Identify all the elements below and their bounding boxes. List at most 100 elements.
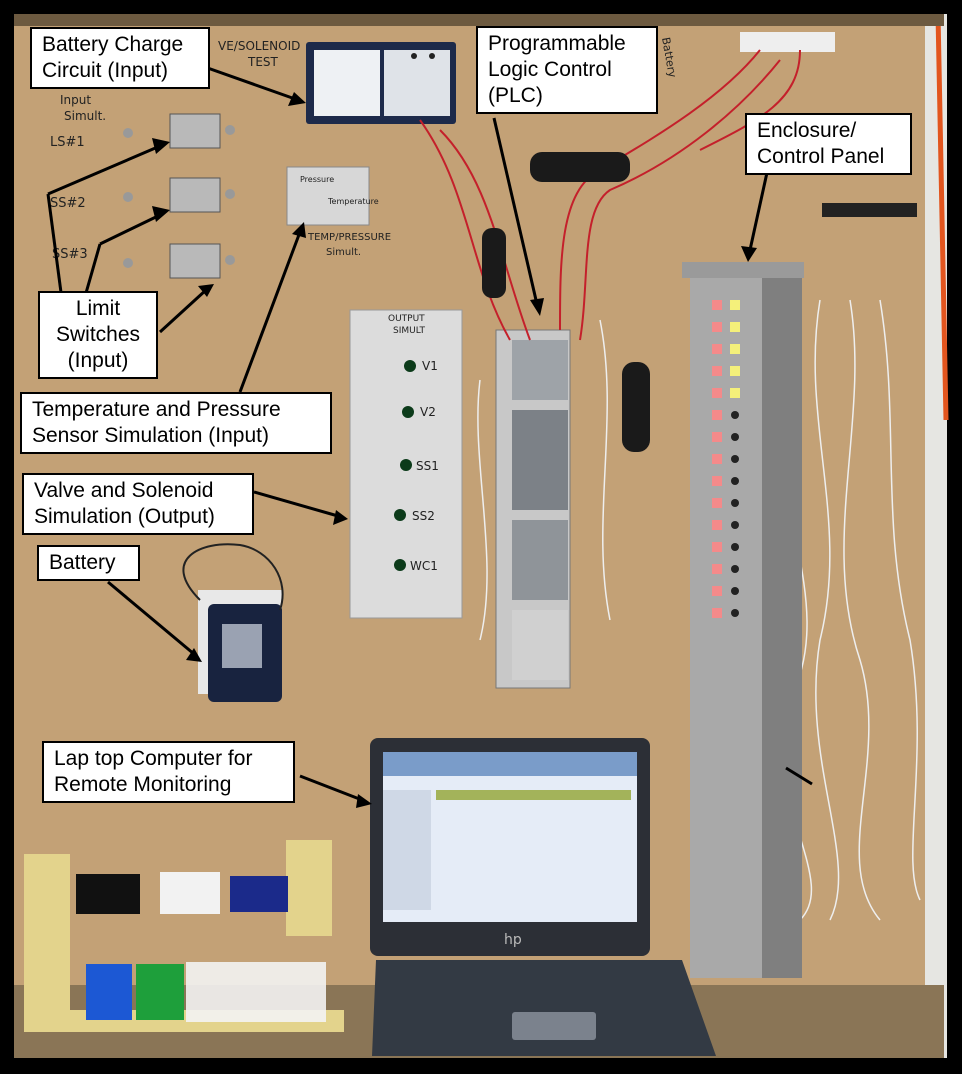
top-terminal-block bbox=[740, 32, 835, 52]
handwriting-tp-simult-2: Simult. bbox=[326, 247, 361, 258]
callout-battery-charge-circuit: Battery Charge Circuit (Input) bbox=[30, 27, 210, 89]
handwriting-v2: V2 bbox=[420, 405, 436, 419]
output-led-ss1 bbox=[400, 459, 412, 471]
callout-line: Simulation (Output) bbox=[34, 505, 215, 528]
callout-enclosure-control-panel: Enclosure/ Control Panel bbox=[745, 113, 912, 175]
handwriting-wc1: WC1 bbox=[410, 559, 438, 573]
spool-black bbox=[76, 874, 140, 914]
spool-clear bbox=[186, 962, 326, 1022]
output-led-wc1 bbox=[394, 559, 406, 571]
callout-line: Valve and Solenoid bbox=[34, 479, 214, 502]
callout-line: Limit bbox=[75, 297, 121, 320]
callout-plc: Programmable Logic Control (PLC) bbox=[476, 26, 658, 114]
orange-cable bbox=[935, 13, 949, 421]
arrow-heads bbox=[152, 92, 757, 808]
laptop-screen-highlight bbox=[436, 790, 631, 800]
charge-circuit-inner bbox=[314, 50, 380, 116]
battery-label bbox=[222, 624, 262, 668]
callout-line: Control Panel bbox=[757, 145, 885, 168]
callout-line: Temperature and Pressure bbox=[32, 398, 281, 421]
handwriting-tp-simult-1: TEMP/PRESSURE bbox=[307, 232, 391, 243]
battery-wire bbox=[182, 543, 284, 611]
arrow-limit-2b bbox=[99, 213, 161, 246]
callout-line: Enclosure/ bbox=[757, 119, 857, 142]
arrow-limit-1b bbox=[47, 144, 161, 196]
plc-module-2 bbox=[512, 410, 568, 510]
output-led-v1 bbox=[404, 360, 416, 372]
callout-line: Remote Monitoring bbox=[54, 773, 232, 796]
callout-line: Lap top Computer for bbox=[54, 747, 253, 770]
callout-battery: Battery bbox=[37, 545, 140, 581]
enclosure-top-cap bbox=[682, 262, 804, 278]
top-strip bbox=[14, 14, 944, 26]
callout-line: Switches bbox=[55, 323, 141, 346]
laptop-keyboard-base bbox=[372, 960, 716, 1056]
limit-switch-1 bbox=[123, 113, 235, 149]
handwriting-pressure: Pressure bbox=[300, 175, 334, 184]
callout-temperature-pressure-sensor: Temperature and Pressure Sensor Simulati… bbox=[20, 392, 332, 454]
callout-line: Sensor Simulation (Input) bbox=[32, 424, 269, 447]
charge-led-1 bbox=[411, 53, 417, 59]
callout-line: Battery bbox=[49, 551, 116, 574]
charge-led-2 bbox=[429, 53, 435, 59]
arrow-battery-charge bbox=[201, 64, 299, 102]
arrow-plc bbox=[492, 117, 538, 301]
handwriting-ls3: SS#3 bbox=[52, 247, 88, 262]
callout-line: Logic Control bbox=[488, 58, 612, 81]
callout-laptop: Lap top Computer for Remote Monitoring bbox=[42, 741, 295, 803]
handwriting-input-simul-1: Input bbox=[60, 93, 91, 107]
black-connectors bbox=[482, 152, 650, 452]
callout-valve-solenoid: Valve and Solenoid Simulation (Output) bbox=[22, 473, 254, 535]
spool-rack-left-post bbox=[24, 854, 70, 1024]
enclosure-lamps bbox=[712, 300, 740, 618]
laptop-screen-toolbar bbox=[383, 752, 637, 776]
limit-switch-2 bbox=[123, 177, 235, 213]
arrow-temp-pressure bbox=[238, 231, 302, 393]
arrow-laptop bbox=[299, 774, 363, 802]
arrow-battery bbox=[107, 580, 195, 656]
spool-green bbox=[136, 964, 184, 1020]
spool-white bbox=[160, 872, 220, 914]
arrow-limit-2 bbox=[82, 243, 102, 301]
output-led-v2 bbox=[402, 406, 414, 418]
plc-module-3 bbox=[512, 520, 568, 600]
laptop-brand-logo: hp bbox=[504, 932, 522, 948]
handwriting-v1: V1 bbox=[422, 359, 438, 373]
enclosure-side bbox=[762, 278, 802, 978]
handwriting-temperature: Temperature bbox=[327, 197, 379, 206]
handwriting-ls2: SS#2 bbox=[50, 196, 86, 211]
temp-pressure-plate bbox=[286, 166, 370, 226]
spool-rack-right-post bbox=[286, 840, 332, 936]
handwriting-output-simul-2: SIMULT bbox=[393, 326, 425, 336]
plc-io-terminals bbox=[512, 610, 568, 680]
callout-arrows bbox=[46, 64, 813, 802]
callout-line: (Input) bbox=[67, 349, 129, 372]
arrow-enclosure-pointer bbox=[785, 766, 813, 786]
callout-line: Battery Charge bbox=[42, 33, 184, 56]
handwriting-input-simul-2: Simult. bbox=[64, 109, 106, 123]
handwriting-top-note: VE/SOLENOID bbox=[218, 39, 300, 53]
red-wire-bundle bbox=[419, 49, 801, 341]
arrow-valve bbox=[253, 490, 339, 518]
callout-limit-switches: Limit Switches (Input) bbox=[38, 291, 158, 379]
right-wall bbox=[925, 14, 947, 1058]
laptop-screen-sidebar bbox=[383, 790, 431, 910]
plc-module-1 bbox=[512, 340, 568, 400]
spool-blue bbox=[86, 964, 132, 1020]
spool-blue-dark bbox=[230, 876, 288, 912]
arrow-limit-3 bbox=[158, 288, 208, 334]
arrow-enclosure bbox=[748, 167, 770, 251]
callout-line: Programmable bbox=[488, 32, 626, 55]
callout-line: Circuit (Input) bbox=[42, 59, 169, 82]
handwriting-ss2: SS2 bbox=[412, 509, 435, 523]
right-terminal-block bbox=[822, 203, 917, 217]
handwriting-test: TEST bbox=[247, 55, 279, 69]
laptop-touchpad bbox=[512, 1012, 596, 1040]
handwriting-ls1: LS#1 bbox=[50, 135, 85, 150]
callout-line: (PLC) bbox=[488, 84, 543, 107]
handwriting-output-simul-1: OUTPUT bbox=[388, 314, 425, 324]
limit-switch-3 bbox=[123, 243, 235, 279]
charge-circuit-inner-2 bbox=[384, 50, 450, 116]
